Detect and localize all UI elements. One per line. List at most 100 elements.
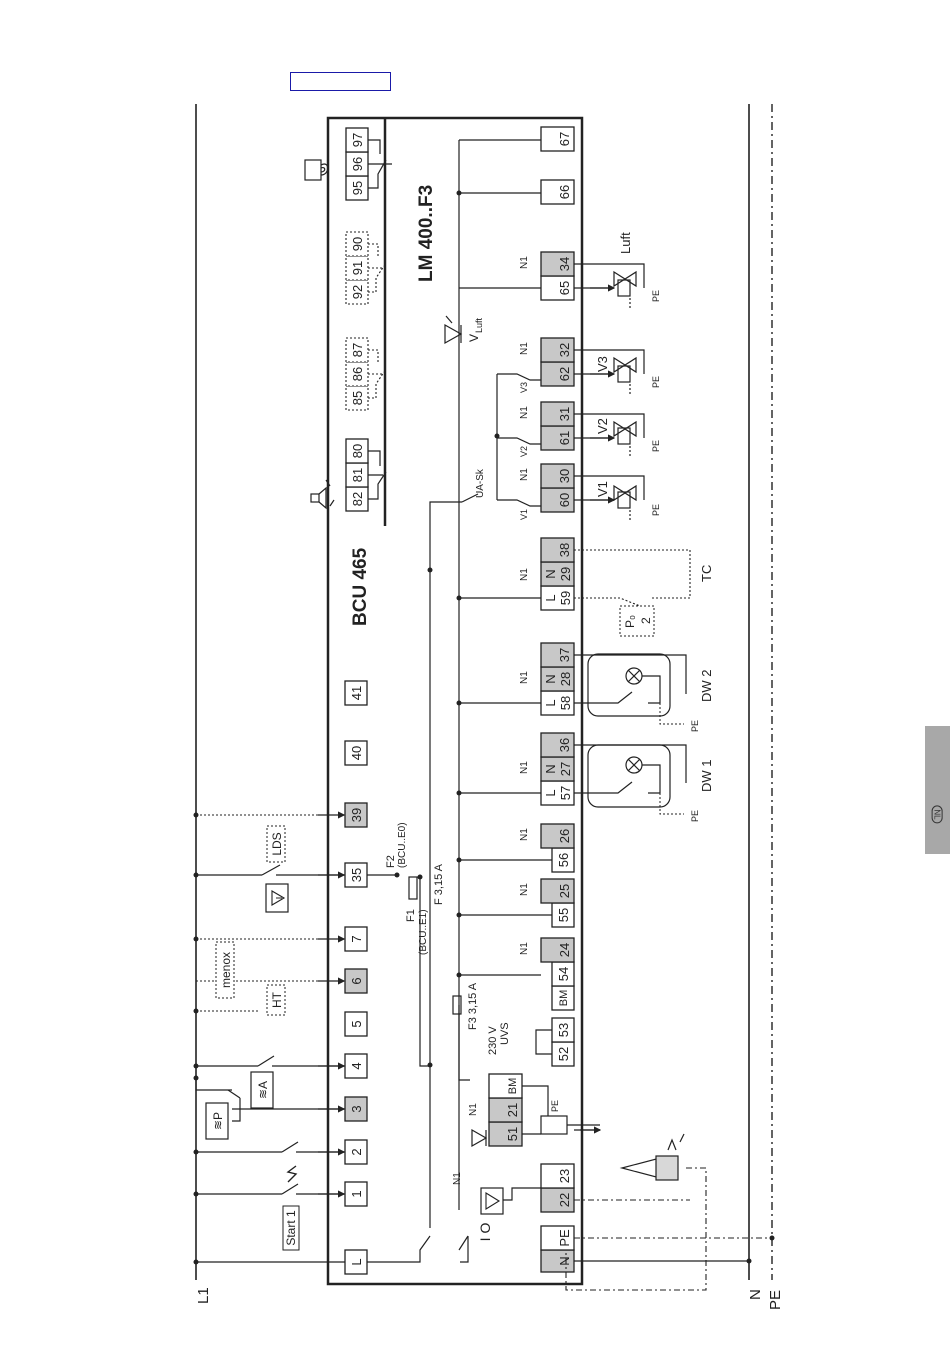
terminal-label-97: 97 bbox=[350, 133, 365, 147]
lm-label-tc-l: L bbox=[543, 594, 558, 601]
lm-label-dw2-l: L bbox=[543, 699, 558, 706]
relay-contact-80 bbox=[368, 450, 387, 500]
f2-label: F2 bbox=[385, 855, 397, 868]
n1-label: N1 bbox=[452, 1172, 463, 1185]
terminal-label-2: 2 bbox=[349, 1148, 364, 1155]
warning-triangle-icon bbox=[271, 890, 286, 906]
terminal-67[interactable] bbox=[540, 126, 575, 152]
lm-label-24: 24 bbox=[557, 943, 572, 957]
lm-label-51: 51 bbox=[505, 1127, 520, 1141]
v3-pe-label: PE bbox=[651, 376, 661, 388]
terminal-41[interactable] bbox=[344, 680, 368, 706]
lm-label-27: 27 bbox=[558, 762, 573, 776]
relay-contact-95 bbox=[368, 139, 392, 189]
terminal-23[interactable] bbox=[540, 1163, 575, 1189]
terminal-38[interactable] bbox=[540, 537, 575, 563]
lm-label-bm: BM bbox=[558, 990, 570, 1007]
bcu-terminal-strip bbox=[344, 680, 368, 1275]
l1-junction-dots bbox=[193, 812, 199, 1265]
terminal-30[interactable] bbox=[540, 463, 575, 489]
uvs-bracket bbox=[535, 1029, 552, 1055]
n-label: N bbox=[747, 1289, 764, 1300]
terminal-21[interactable] bbox=[488, 1097, 523, 1123]
neutral-wiring bbox=[574, 1129, 749, 1262]
lm-label-25: 25 bbox=[557, 884, 572, 898]
lm-label-37: 37 bbox=[557, 648, 572, 662]
lm-label-61: 61 bbox=[557, 431, 572, 445]
lm-label-dw1-n: N bbox=[543, 764, 558, 773]
luft-pe-label: PE bbox=[651, 290, 661, 302]
n1-label: N1 bbox=[519, 568, 530, 581]
junction-dots bbox=[394, 190, 500, 1068]
lds-label: LDS bbox=[270, 832, 284, 855]
terminal-label-3: 3 bbox=[349, 1105, 364, 1112]
n1-label: N1 bbox=[519, 942, 530, 955]
dw2-pe-label: PE bbox=[690, 720, 700, 732]
terminal-51[interactable] bbox=[488, 1121, 523, 1147]
terminal-label-95: 95 bbox=[350, 181, 365, 195]
terminal-label-l: L bbox=[349, 1258, 364, 1265]
terminal-label-82: 82 bbox=[350, 492, 365, 506]
pressure-switch-box bbox=[205, 1102, 229, 1140]
terminal-5[interactable] bbox=[344, 1011, 368, 1037]
terminal-label-85: 85 bbox=[350, 391, 365, 405]
air-switch-icon: ≋A bbox=[256, 1081, 270, 1099]
terminal-label-91: 91 bbox=[350, 261, 365, 275]
vluft-label: V bbox=[467, 334, 481, 342]
terminal-label-96: 96 bbox=[350, 157, 365, 171]
burner-dashed-link bbox=[565, 1167, 707, 1291]
lm-label-55: 55 bbox=[556, 908, 571, 922]
dw1-pressure-switch bbox=[574, 744, 687, 808]
internal-wiring bbox=[367, 139, 541, 1263]
unit-housing bbox=[326, 116, 584, 1286]
pu-label: P₀ bbox=[623, 615, 637, 628]
lm-label-32: 32 bbox=[557, 343, 572, 357]
terminal-58[interactable] bbox=[540, 690, 575, 716]
terminal-29[interactable] bbox=[540, 561, 575, 587]
terminal-label-92: 92 bbox=[350, 285, 365, 299]
lm-label-34: 34 bbox=[557, 257, 572, 271]
lm-bus-wiring bbox=[459, 287, 552, 916]
terminal-59[interactable] bbox=[540, 585, 575, 611]
bcu-title: BCU 465 bbox=[350, 547, 371, 626]
dw2-pressure-switch bbox=[574, 653, 687, 717]
menox-label: menox bbox=[219, 952, 233, 988]
lm-label-26: 26 bbox=[557, 829, 572, 843]
lm-label-31: 31 bbox=[557, 407, 572, 421]
terminal-60[interactable] bbox=[540, 487, 575, 513]
lm-label-62: 62 bbox=[557, 367, 572, 381]
terminal-pe[interactable] bbox=[540, 1225, 575, 1251]
main-switch-icon[interactable]: I O bbox=[477, 1223, 493, 1242]
terminal-27[interactable] bbox=[540, 756, 575, 782]
v2-pe-label: PE bbox=[651, 440, 661, 452]
dw1-pe-label: PE bbox=[690, 810, 700, 822]
air-switch-box bbox=[250, 1071, 274, 1109]
lm-label-21: 21 bbox=[505, 1103, 520, 1117]
terminal-label-1: 1 bbox=[349, 1190, 364, 1197]
lm-label-dw2-n: N bbox=[543, 674, 558, 683]
flame-sensor-triangle-icon bbox=[485, 1192, 501, 1210]
terminal-24[interactable] bbox=[540, 937, 575, 963]
terminal-40[interactable] bbox=[344, 740, 368, 766]
v3-small-label: V3 bbox=[519, 382, 529, 393]
pressure-switch-icon: ≋P bbox=[211, 1112, 225, 1130]
v230-label: 230 V bbox=[487, 1026, 499, 1055]
terminal-26[interactable] bbox=[540, 823, 575, 849]
terminal-66[interactable] bbox=[540, 179, 575, 205]
terminal-22[interactable] bbox=[540, 1187, 575, 1213]
lm-label-54: 54 bbox=[556, 967, 571, 981]
terminal-32[interactable] bbox=[540, 337, 575, 363]
side-tab[interactable] bbox=[925, 726, 950, 854]
terminal-label-5: 5 bbox=[349, 1020, 364, 1027]
lm-label-53: 53 bbox=[556, 1023, 571, 1037]
lm-label-38: 38 bbox=[557, 543, 572, 557]
bcu-input-arrows bbox=[318, 811, 346, 1198]
terminal-34[interactable] bbox=[540, 251, 575, 277]
dw1-label: DW 1 bbox=[699, 760, 714, 793]
f2-sub-label: (BCU..E0) bbox=[397, 822, 408, 868]
lm-label-tc-n: N bbox=[543, 569, 558, 578]
bcu-input-wiring bbox=[195, 864, 345, 1263]
terminal-25[interactable] bbox=[540, 878, 575, 904]
n1-label: N1 bbox=[519, 883, 530, 896]
